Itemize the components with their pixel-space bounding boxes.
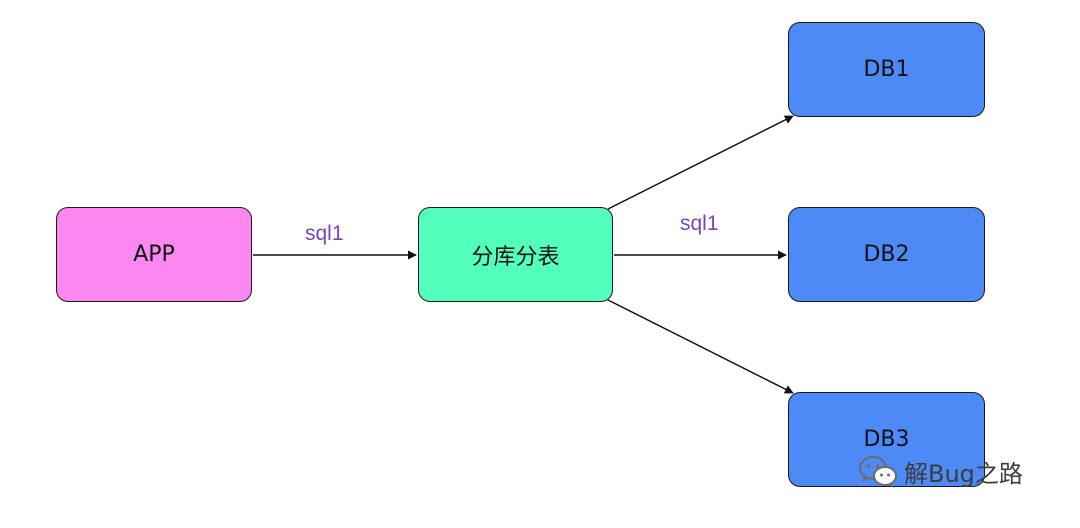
watermark: 解Bug之路: [858, 454, 1023, 489]
wechat-icon: [859, 455, 897, 488]
edge-label-shard-to-db2: sql1: [680, 212, 719, 235]
node-sharding: 分库分表: [418, 207, 613, 302]
node-app-label: APP: [133, 242, 175, 267]
edge-label-app-to-shard: sql1: [305, 222, 344, 245]
node-sharding-label: 分库分表: [471, 244, 560, 270]
node-app: APP: [56, 207, 252, 302]
node-db3-label: DB3: [863, 427, 910, 452]
node-db2-label: DB2: [863, 242, 910, 267]
node-db1: DB1: [788, 22, 985, 117]
edge-shard-to-db1: [607, 115, 794, 210]
watermark-text: 解Bug之路: [904, 460, 1023, 488]
node-db2: DB2: [788, 207, 985, 302]
node-db1-label: DB1: [863, 57, 910, 82]
edge-shard-to-db3: [607, 299, 794, 394]
